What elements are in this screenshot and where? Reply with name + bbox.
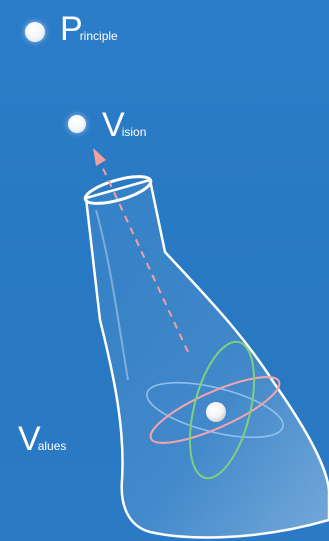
values-rest: alues	[38, 439, 67, 453]
values-label: Values	[18, 422, 66, 456]
vision-initial: V	[102, 106, 124, 144]
arrow-head-icon	[93, 148, 106, 166]
bullet-dot-icon	[25, 22, 45, 42]
flask-icon	[86, 180, 329, 537]
values-initial: V	[18, 420, 40, 458]
principle-rest: rinciple	[80, 29, 118, 43]
vision-label: Vision	[102, 108, 146, 142]
principle-label: Principle	[60, 12, 118, 46]
bullet-dot-icon	[68, 115, 86, 133]
nucleus	[206, 402, 226, 422]
vision-rest: ision	[122, 125, 147, 139]
principle-initial: P	[60, 10, 82, 48]
